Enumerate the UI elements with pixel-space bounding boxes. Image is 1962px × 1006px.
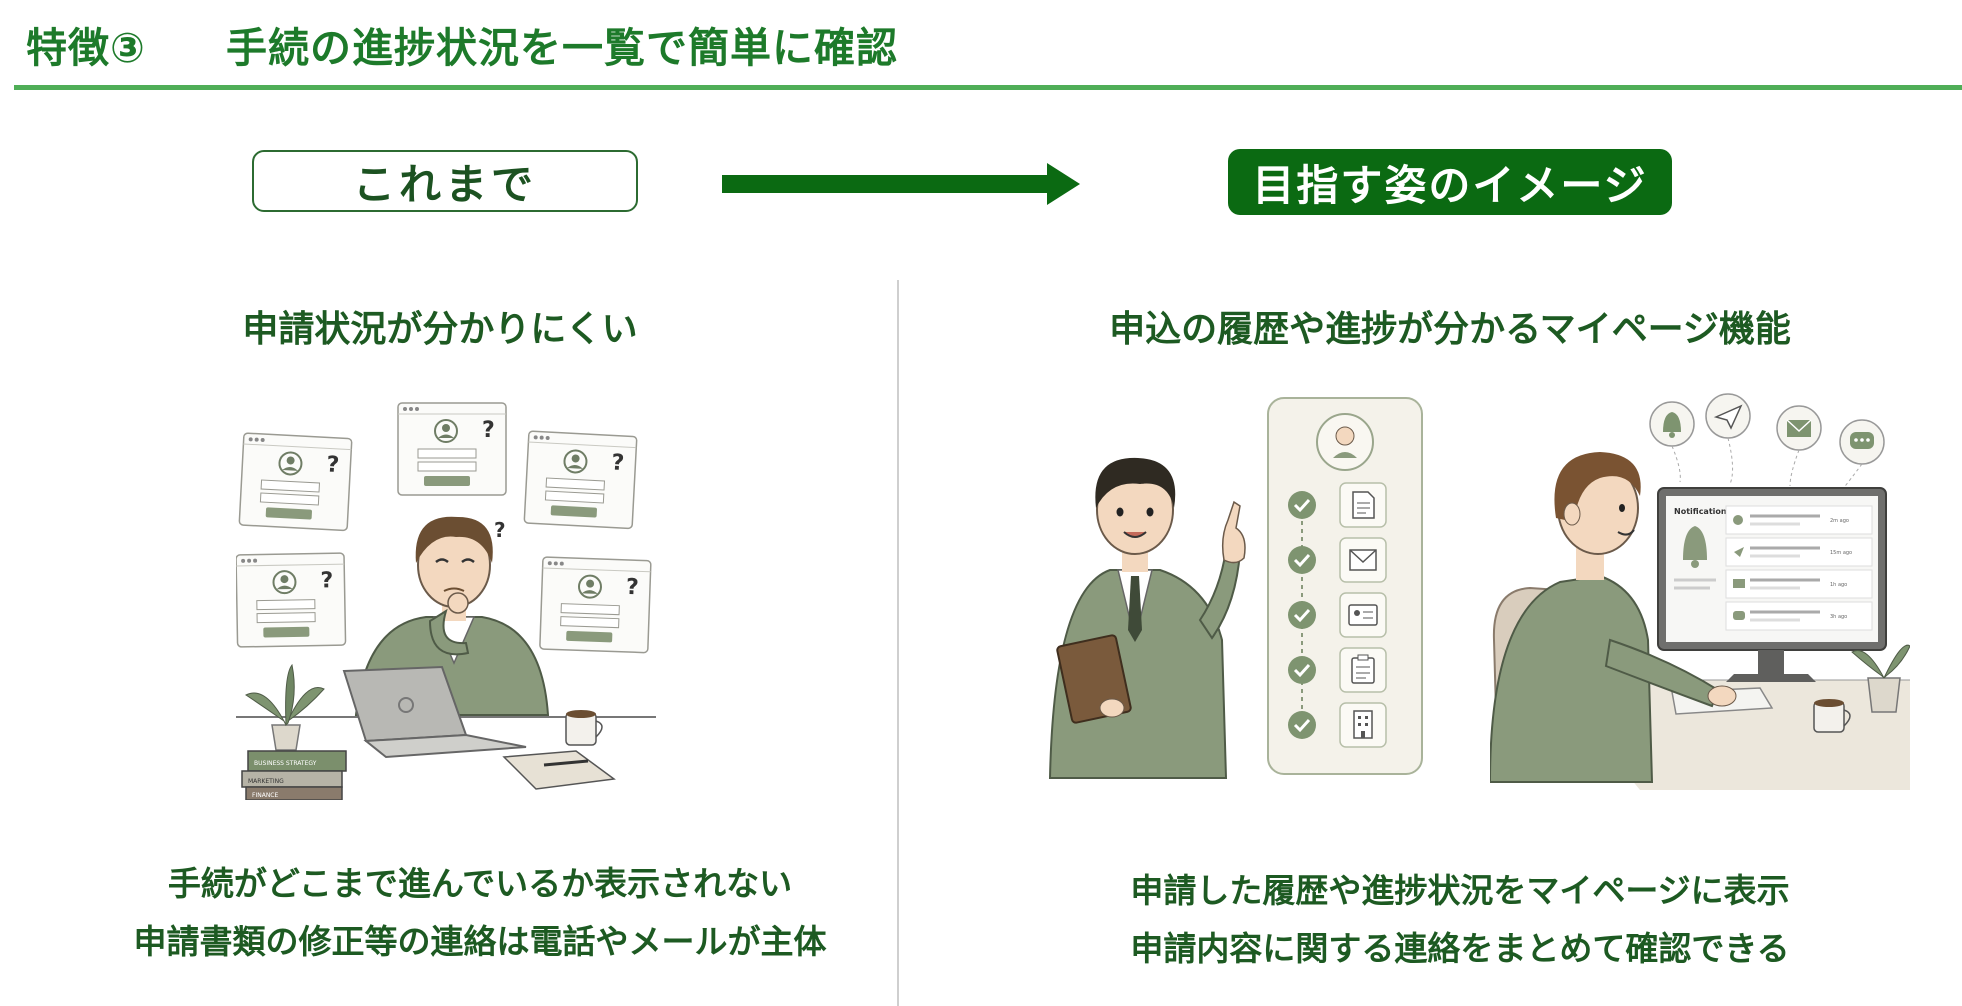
bell-icon <box>1683 526 1707 568</box>
svg-text:15m ago: 15m ago <box>1830 550 1852 556</box>
svg-text:1h ago: 1h ago <box>1830 582 1847 588</box>
svg-text:FINANCE: FINANCE <box>252 792 278 799</box>
checklist-row <box>1288 702 1387 748</box>
question-mark-icon: ? <box>494 518 506 542</box>
checklist-row <box>1288 537 1387 583</box>
bell-icon <box>1649 401 1695 447</box>
monitor-title: Notifications <box>1674 507 1732 516</box>
building-icon <box>1353 710 1373 739</box>
before-label: これまで <box>252 150 638 212</box>
laptop <box>342 665 527 759</box>
left-heading: 申請状況が分かりにくい <box>242 309 638 350</box>
after-label: 目指す姿のイメージ <box>1228 149 1672 215</box>
login-card <box>523 430 638 530</box>
login-card <box>538 556 652 654</box>
checklist-row <box>1288 482 1387 528</box>
right-description-line: 申請した履歴や進捗状況をマイページに表示 <box>1130 871 1790 910</box>
checklist-row <box>1288 647 1387 693</box>
paper-plane-icon <box>1705 393 1751 439</box>
svg-text:2m ago: 2m ago <box>1830 518 1849 524</box>
header-divider <box>14 85 1962 90</box>
notification-row: 2m ago <box>1725 505 1873 535</box>
notification-row: 1h ago <box>1725 569 1873 599</box>
right-description-line: 申請内容に関する連絡をまとめて確認できる <box>1130 929 1790 968</box>
left-description: 手続がどこまで進んでいるか表示されない 申請書類の修正等の連絡は電話やメールが主… <box>30 855 930 971</box>
monitor: Notifications 2m ago 15m ago 1h ago <box>1657 487 1887 682</box>
svg-text:MARKETING: MARKETING <box>248 778 284 785</box>
svg-text:3h ago: 3h ago <box>1830 614 1847 620</box>
column-divider <box>897 280 899 1006</box>
login-card <box>397 402 507 496</box>
page-title: 手続の進捗状況を一覧で簡単に確認 <box>226 24 898 72</box>
notifications-monitor-illustration: Notifications 2m ago 15m ago 1h ago <box>1490 393 1910 790</box>
chat-icon <box>1839 419 1885 465</box>
confused-user-illustration: ? ? BUSINESS STRATEGY MARKETING <box>236 402 656 800</box>
login-card <box>236 552 347 648</box>
feature-number: 特徴③ <box>26 24 146 72</box>
mail-icon <box>1776 405 1822 451</box>
notification-row: 15m ago <box>1725 537 1873 567</box>
clipboard-icon <box>1351 654 1375 684</box>
login-card <box>238 432 353 532</box>
pointing-businessman-figure <box>1048 457 1246 779</box>
coffee-mug <box>1813 699 1851 733</box>
id-card-icon <box>1348 604 1378 626</box>
left-description-line: 申請書類の修正等の連絡は電話やメールが主体 <box>133 922 827 961</box>
mail-icon <box>1349 549 1377 571</box>
book-stack: BUSINESS STRATEGY MARKETING FINANCE <box>241 750 347 800</box>
checklist-row <box>1288 592 1387 638</box>
right-description: 申請した履歴や進捗状況をマイページに表示 申請内容に関する連絡をまとめて確認でき… <box>1000 862 1920 978</box>
plant <box>245 663 325 751</box>
seated-user-figure <box>1490 452 1737 783</box>
svg-text:BUSINESS STRATEGY: BUSINESS STRATEGY <box>254 760 317 767</box>
document-icon <box>1352 491 1375 519</box>
plant <box>1851 644 1910 713</box>
right-heading: 申込の履歴や進捗が分かるマイページ機能 <box>1109 309 1791 350</box>
arrow-right-icon <box>722 163 1080 205</box>
left-description-line: 手続がどこまで進んでいるか表示されない <box>167 864 793 903</box>
notification-bubbles <box>1649 393 1885 491</box>
progress-checklist-illustration <box>1048 397 1423 779</box>
coffee-mug <box>565 710 603 746</box>
notification-row: 3h ago <box>1725 601 1873 631</box>
notebook <box>502 750 616 790</box>
